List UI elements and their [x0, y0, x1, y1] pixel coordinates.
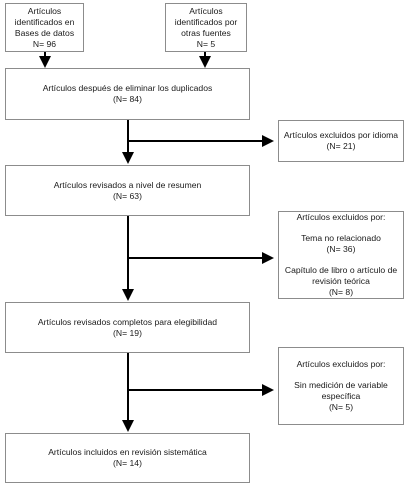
box-included: Artículos incluidos en revisión sistemát…: [5, 433, 250, 483]
box-after-deduplication: Artículos después de eliminar los duplic…: [5, 68, 250, 120]
box-line: específica: [321, 391, 361, 401]
box-line: (N= 63): [113, 190, 142, 201]
box-line: Tema no relacionado: [301, 233, 381, 243]
box-line: identificados por: [174, 16, 238, 27]
box-identified-databases: Artículos identificados en Bases de dato…: [5, 3, 84, 52]
box-excluded-fulltext: Artículos excluidos por: Sin medición de…: [278, 347, 404, 425]
box-line: N= 96: [32, 38, 57, 49]
box-fulltext-review: Artículos revisados completos para elegi…: [5, 302, 250, 353]
box-line: Artículos revisados a nivel de resumen: [53, 179, 202, 190]
box-line: Artículos incluidos en revisión sistemát…: [48, 447, 207, 457]
box-line: Bases de datos: [14, 27, 75, 38]
box-line: identificados en: [14, 16, 75, 27]
box-line: (N= 5): [328, 402, 354, 412]
box-line: Artículos: [27, 5, 62, 16]
box-header: Artículos excluidos por:: [296, 359, 386, 369]
box-excluded-abstract: Artículos excluidos por: Tema no relacio…: [278, 211, 404, 299]
box-line: (N= 36): [326, 244, 356, 254]
box-line: Artículos revisados completos para elegi…: [37, 316, 218, 327]
box-line: Artículos después de eliminar los duplic…: [42, 83, 213, 93]
box-line: (N= 84): [113, 94, 142, 104]
box-line: Artículos: [189, 5, 223, 16]
box-line: N= 5: [196, 38, 216, 49]
box-identified-other-sources: Artículos identificados por otras fuente…: [165, 3, 247, 52]
box-line: (N= 14): [113, 458, 142, 468]
box-abstract-review: Artículos revisados a nivel de resumen (…: [5, 165, 250, 216]
box-excluded-language: Artículos excluidos por idioma (N= 21): [278, 120, 404, 162]
box-line: Artículos excluidos por idioma: [283, 130, 399, 140]
box-line: (N= 8): [328, 287, 354, 297]
box-line: (N= 19): [113, 327, 142, 338]
box-line: Capítulo de libro o artículo de: [284, 265, 398, 275]
box-line: (N= 21): [326, 141, 356, 151]
box-line: Sin medición de variable: [294, 380, 388, 390]
box-header: Artículos excluidos por:: [296, 212, 386, 222]
box-line: otras fuentes: [181, 27, 231, 38]
box-line: revisión teórica: [312, 276, 370, 286]
